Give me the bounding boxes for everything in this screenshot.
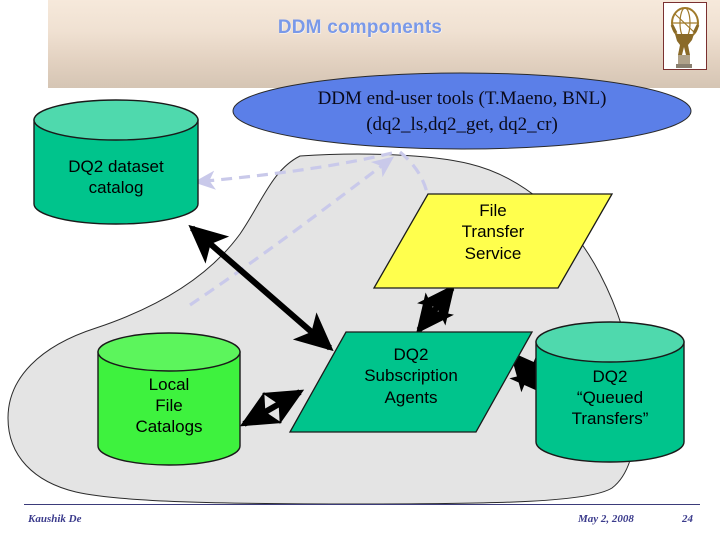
footer-author: Kaushik De [28,513,82,525]
dq2-subscription-agents-label: DQ2 Subscription Agents [364,345,458,407]
footer-page-number: 24 [682,513,693,525]
atlas-logo [663,2,707,70]
file-transfer-service-node[interactable]: File Transfer Service [372,192,614,290]
parallelogram-shape [288,331,534,433]
local-file-catalogs-node[interactable]: Local File Catalogs [96,330,242,468]
dq2-queued-transfers-node[interactable]: DQ2 “Queued Transfers” [534,318,686,466]
cylinder-shape [535,321,685,463]
parallelogram-shape [372,193,614,289]
ellipse-shape [232,72,692,150]
dq2-dataset-catalog-label: DQ2 dataset catalog [68,157,164,198]
cylinder-shape [33,99,199,225]
atlas-logo-icon [670,7,700,68]
header-band [48,0,720,88]
footer-divider [24,504,700,505]
dq2-subscription-agents-node[interactable]: DQ2 Subscription Agents [288,330,534,434]
ddm-end-user-tools-node[interactable]: DDM end-user tools (T.Maeno, BNL) (dq2_l… [232,72,692,150]
page-title: DDM components [277,17,443,38]
local-file-catalogs-label: Local File Catalogs [135,375,203,437]
dq2-queued-transfers-label: DQ2 “Queued Transfers” [571,367,649,429]
dq2-dataset-catalog-node[interactable]: DQ2 dataset catalog [32,98,200,226]
file-transfer-service-label: File Transfer Service [461,201,525,263]
footer-date: May 2, 2008 [578,513,634,525]
cylinder-shape [97,332,241,466]
ddm-end-user-tools-label: DDM end-user tools (T.Maeno, BNL) (dq2_l… [317,88,607,135]
